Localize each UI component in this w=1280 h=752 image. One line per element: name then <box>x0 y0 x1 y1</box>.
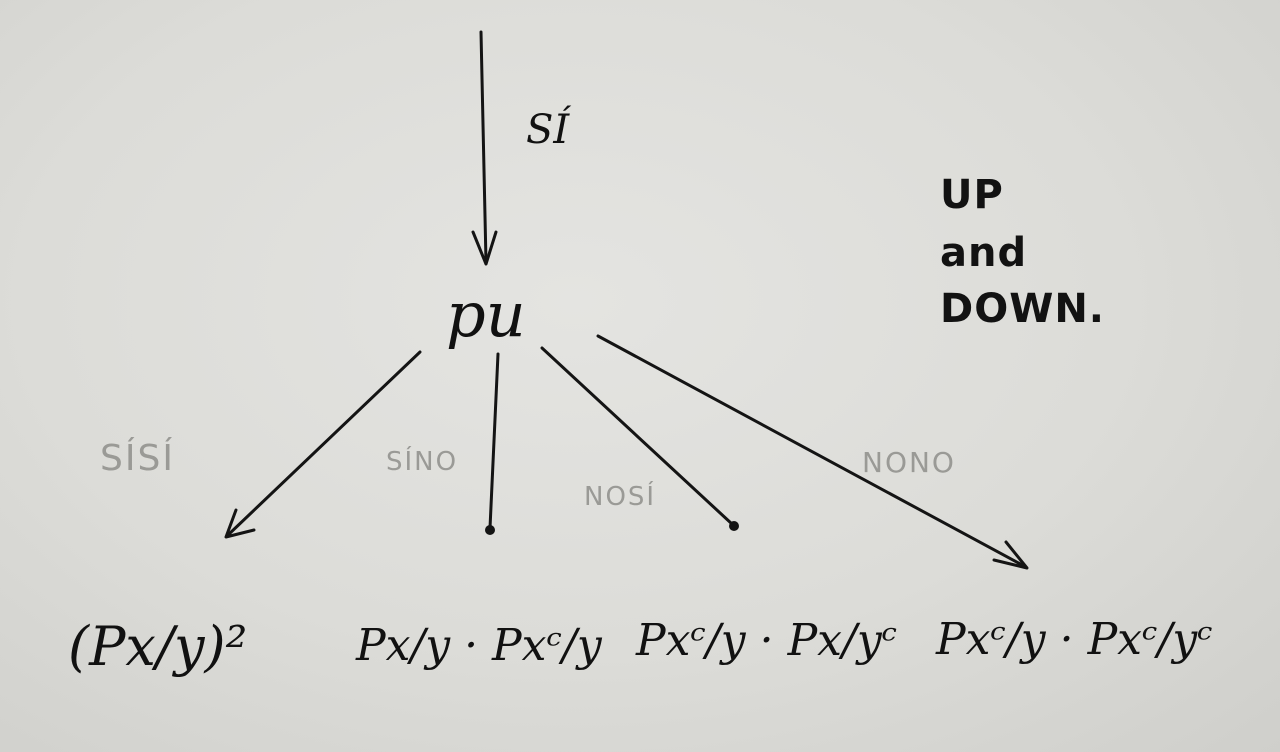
incoming-arrowhead <box>471 230 498 266</box>
branch-arrowhead-nono <box>992 540 1029 570</box>
note-line-1: UP <box>940 172 1004 218</box>
branch-arrow-sino <box>488 352 500 530</box>
incoming-label: SÍ <box>526 106 571 153</box>
leaf-nosi: Pxᶜ/y · Px/yᶜ <box>635 615 897 666</box>
branch-end-nosi <box>729 521 739 531</box>
branch-label-nono: NONO <box>862 446 956 479</box>
branch-arrow-sisi <box>226 350 422 537</box>
note-line-3: DOWN. <box>940 286 1105 332</box>
branch-arrow-nono <box>596 334 1026 568</box>
branch-label-sisi: SÍSÍ <box>100 437 175 479</box>
branch-label-sino: SÍNO <box>386 445 458 477</box>
leaf-nono: Pxᶜ/y · Pxᶜ/yᶜ <box>935 614 1213 665</box>
branch-end-sino <box>485 525 495 535</box>
root-node: pu <box>446 278 526 351</box>
branch-label-nosi: NOSÍ <box>584 480 656 512</box>
note-line-2: and <box>940 230 1027 276</box>
leaf-sino: Px/y · Pxᶜ/y <box>355 620 603 671</box>
branch-arrowhead-sisi <box>224 508 256 539</box>
branch-arrow-nosi <box>540 346 734 526</box>
incoming-arrow <box>479 30 488 264</box>
leaf-sisi: (Px/y)² <box>68 615 247 678</box>
